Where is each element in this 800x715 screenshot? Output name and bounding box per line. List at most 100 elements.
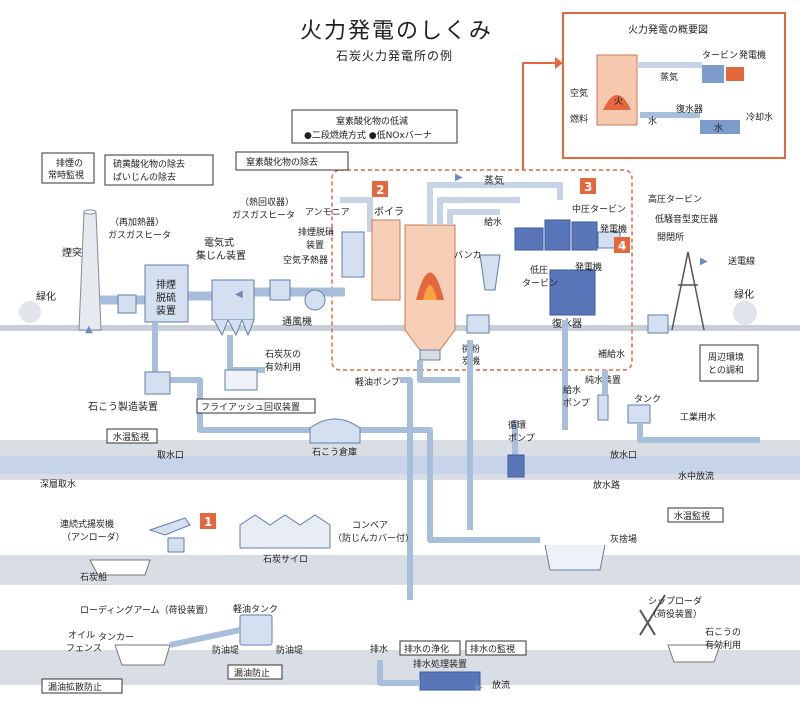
wastewater-plant-label: 排水処理装置 — [413, 658, 467, 670]
boiler-backpass — [371, 219, 401, 301]
denitration-label-1: 排煙脱硝 — [298, 226, 334, 238]
boiler — [371, 219, 456, 361]
gypsum-plant — [144, 371, 171, 395]
oil-dike-label-1: 防油堤 — [212, 644, 239, 656]
bunker-label: バンカ — [454, 250, 481, 261]
flyash-unit — [224, 369, 258, 391]
desulfurizer-label-2: 脱硫 — [156, 291, 176, 304]
reheater-label: （再加熱器） — [110, 216, 164, 228]
flow-arrow-2: ◀ — [235, 289, 243, 300]
page-title: 火力発電のしくみ — [300, 19, 493, 44]
oil-fence-label-1: オイル — [68, 630, 95, 641]
stack-monitor-callout — [41, 152, 95, 184]
circ-pump-label-2: ポンプ — [508, 433, 535, 444]
feed-pump-label-2: ポンプ — [563, 398, 590, 409]
conveyor-label-1: コンベア — [352, 521, 388, 531]
feed-pump-label-1: 給水 — [563, 384, 581, 396]
inset-flame — [603, 95, 631, 110]
outlet-channel-label: 放水路 — [593, 479, 620, 491]
transmission-tower — [671, 251, 705, 331]
oil-dike-label-2: 防油堤 — [276, 644, 303, 656]
coal-bunker — [479, 254, 501, 291]
tree-left — [19, 301, 41, 323]
unloader-label-2: （アンローダ） — [62, 531, 125, 543]
step-2-number: 2 — [376, 183, 384, 197]
inset-leader-arrow — [555, 57, 563, 69]
hp-turbine — [571, 221, 598, 251]
inset-generator-label: 発電機 — [739, 49, 766, 61]
loading-arm-label: ローディングアーム（荷役装置） — [80, 604, 214, 616]
site-floor — [0, 325, 800, 331]
green-label-2: 緑化 — [734, 288, 754, 301]
drain-pipe — [377, 660, 420, 686]
pipe-light-oil — [400, 377, 413, 600]
switchyard-label: 開閉所 — [657, 232, 684, 243]
circ-pump-label-1: 循環 — [508, 419, 526, 431]
tree-right — [733, 301, 757, 325]
inset-fire-label: 火 — [614, 96, 623, 107]
inset-water-label-2: 水 — [714, 122, 723, 134]
inset-cooling-water-label: 冷却水 — [746, 111, 773, 123]
flow-arrow-3: ▶ — [455, 172, 463, 183]
coal-ship-label: 石炭船 — [80, 571, 107, 583]
draft-fan — [304, 289, 326, 311]
lp-turbine-label-2: タービン — [522, 278, 558, 289]
inset-steam-label: 蒸気 — [660, 71, 678, 83]
water-temp-callout-1 — [106, 428, 158, 444]
gypsum-plant-label: 石こう製造装置 — [88, 400, 158, 413]
flow-arrow-1: ▲ — [85, 324, 93, 335]
pulverizer — [466, 314, 490, 334]
oil-leak-callout — [227, 664, 283, 680]
generator-2-label: 発電機 — [575, 261, 602, 273]
pipe-ash-yard — [360, 427, 540, 543]
boiler-label: ボイラ — [374, 206, 404, 218]
turbine-set — [514, 219, 621, 316]
step-4-number: 4 — [618, 239, 626, 253]
nox-reduction-callout — [291, 109, 458, 144]
boiler-ash-hopper — [419, 349, 441, 361]
coal-silo — [239, 514, 331, 549]
nox-removal-callout — [235, 151, 349, 171]
sox-callout-text-2: ばいじんの除去 — [113, 171, 176, 183]
lp-turbine-label-1: 低圧 — [530, 264, 548, 276]
electrostatic-precipitator — [211, 279, 255, 321]
light-oil-pump-label: 軽油ポンプ — [355, 376, 400, 388]
sox-callout — [104, 154, 214, 186]
discharge-label: 放流 — [492, 679, 510, 691]
overview-inset: 火力発電の概要図 火 タービン 発電機 蒸気 空気 燃料 復水器 冷却水 水 水 — [562, 12, 786, 159]
gypsum-use-label-1: 石こうの — [705, 627, 741, 638]
transformer-label: 低騒音型変圧器 — [655, 213, 718, 225]
flow-arrow-4: ▶ — [700, 256, 708, 267]
conveyor-label-2: （防じんカバー付） — [333, 532, 414, 544]
hp-turbine-label: 高圧タービン — [648, 193, 702, 205]
industrial-water-label: 工業用水 — [680, 411, 716, 423]
desulfurizer-label-3: 装置 — [156, 304, 176, 317]
wastewater-purify-text: 排水の浄化 — [404, 643, 449, 655]
inset-fuel-label: 燃料 — [570, 113, 588, 125]
env-harmony-text-2: との調和 — [708, 364, 744, 376]
steam-pipe-main — [427, 182, 563, 225]
gypsum-ship — [667, 644, 721, 663]
inset-leader — [522, 62, 560, 170]
inset-water-tank — [700, 120, 740, 134]
coal-unloader — [148, 517, 191, 536]
ip-turbine — [544, 219, 571, 251]
oil-pipe — [169, 627, 241, 648]
heat-recovery-unit — [269, 279, 291, 301]
outlet-label: 放水口 — [610, 449, 637, 461]
boiler-flame-inner — [423, 285, 437, 300]
ammonia-label: アンモニア — [305, 208, 350, 218]
precipitator-hoppers — [213, 319, 255, 337]
denitration-duct — [340, 197, 373, 232]
water-temp-text-1: 水温監視 — [113, 431, 149, 443]
step-4-badge — [614, 237, 630, 253]
pipe-industrial-water — [637, 423, 760, 443]
desulfurizer — [144, 264, 189, 323]
inset-generator — [726, 67, 744, 81]
page-subtitle: 石炭火力発電所の例 — [336, 49, 453, 63]
oil-fence-label-2: フェンス — [66, 644, 102, 654]
tank-label: タンク — [634, 394, 661, 405]
chimney — [78, 209, 102, 331]
lp-turbine-a — [514, 227, 544, 251]
wastewater-purify-callout — [399, 640, 461, 656]
